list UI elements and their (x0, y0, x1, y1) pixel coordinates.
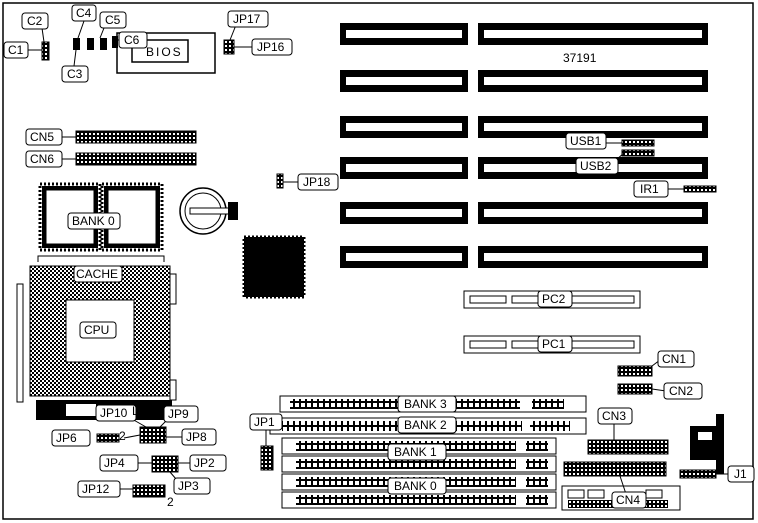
jp1-jumper (260, 445, 274, 471)
usb2-header (621, 149, 655, 157)
label-cn1: CN1 (662, 352, 686, 366)
usb1-header (621, 139, 655, 147)
label-cn2: CN2 (669, 384, 693, 398)
label-bank-0: BANK 0 (394, 479, 437, 493)
ir1-header (683, 185, 717, 193)
label-ir1: IR1 (640, 182, 659, 196)
jp16-jumper (223, 39, 235, 55)
isa-slots (340, 23, 708, 268)
jp18-jumper (276, 173, 284, 189)
cpu-socket (16, 265, 177, 420)
c-jumpers (41, 36, 118, 61)
label-bank-1: BANK 1 (394, 445, 437, 459)
label-jp4: JP4 (104, 456, 125, 470)
cn3-connector (587, 439, 669, 455)
label-jp10: JP10 (100, 406, 128, 420)
label-jp18: JP18 (303, 175, 331, 189)
label-cn6: CN6 (30, 152, 54, 166)
label-pc2: PC2 (542, 292, 566, 306)
label-cn4: CN4 (616, 493, 640, 507)
label-jp6: JP6 (56, 431, 77, 445)
label-bank-3: BANK 3 (404, 397, 447, 411)
label-jp12: JP12 (82, 482, 110, 496)
label-jp16: JP16 (257, 40, 285, 54)
board-model-number: 37191 (563, 51, 597, 65)
label-usb1: USB1 (570, 134, 602, 148)
label-c4: C4 (76, 6, 92, 20)
j1-header (679, 469, 717, 479)
label-j1: J1 (734, 467, 747, 481)
label-pc1: PC1 (542, 337, 566, 351)
battery (179, 187, 238, 235)
cache-bank-label: BANK 0 (72, 214, 115, 228)
label-c3: C3 (67, 67, 83, 81)
label-bank-2: BANK 2 (404, 418, 447, 432)
cn6-connector (75, 152, 197, 166)
label-jp8: JP8 (186, 430, 207, 444)
keyboard-connector (690, 414, 724, 474)
jp-jumpers-left (96, 426, 179, 498)
label-jp3: JP3 (178, 479, 199, 493)
label-jp17: JP17 (233, 12, 261, 26)
label-usb2: USB2 (580, 159, 612, 173)
pin-mark-jp6: 2 (119, 429, 126, 443)
cn1-header (617, 365, 653, 377)
callout-boxes (3, 4, 755, 509)
label-c1: C1 (8, 43, 24, 57)
pin-mark-jp3: 2 (167, 495, 174, 509)
cpu-label: CPU (84, 323, 109, 337)
label-cn5: CN5 (30, 130, 54, 144)
cn5-connector (75, 130, 197, 144)
label-cn3: CN3 (602, 409, 626, 423)
label-jp9: JP9 (168, 407, 189, 421)
label-c2: C2 (27, 14, 43, 28)
label-c6: C6 (124, 33, 140, 47)
bios-label: BIOS (146, 45, 183, 59)
socket-side-text: LIMF (132, 404, 159, 418)
label-jp1: JP1 (254, 415, 275, 429)
cn2-header (617, 383, 653, 395)
cache-label: CACHE (76, 267, 118, 281)
label-c5: C5 (105, 13, 121, 27)
label-jp2: JP2 (194, 456, 215, 470)
chipset (242, 235, 306, 299)
